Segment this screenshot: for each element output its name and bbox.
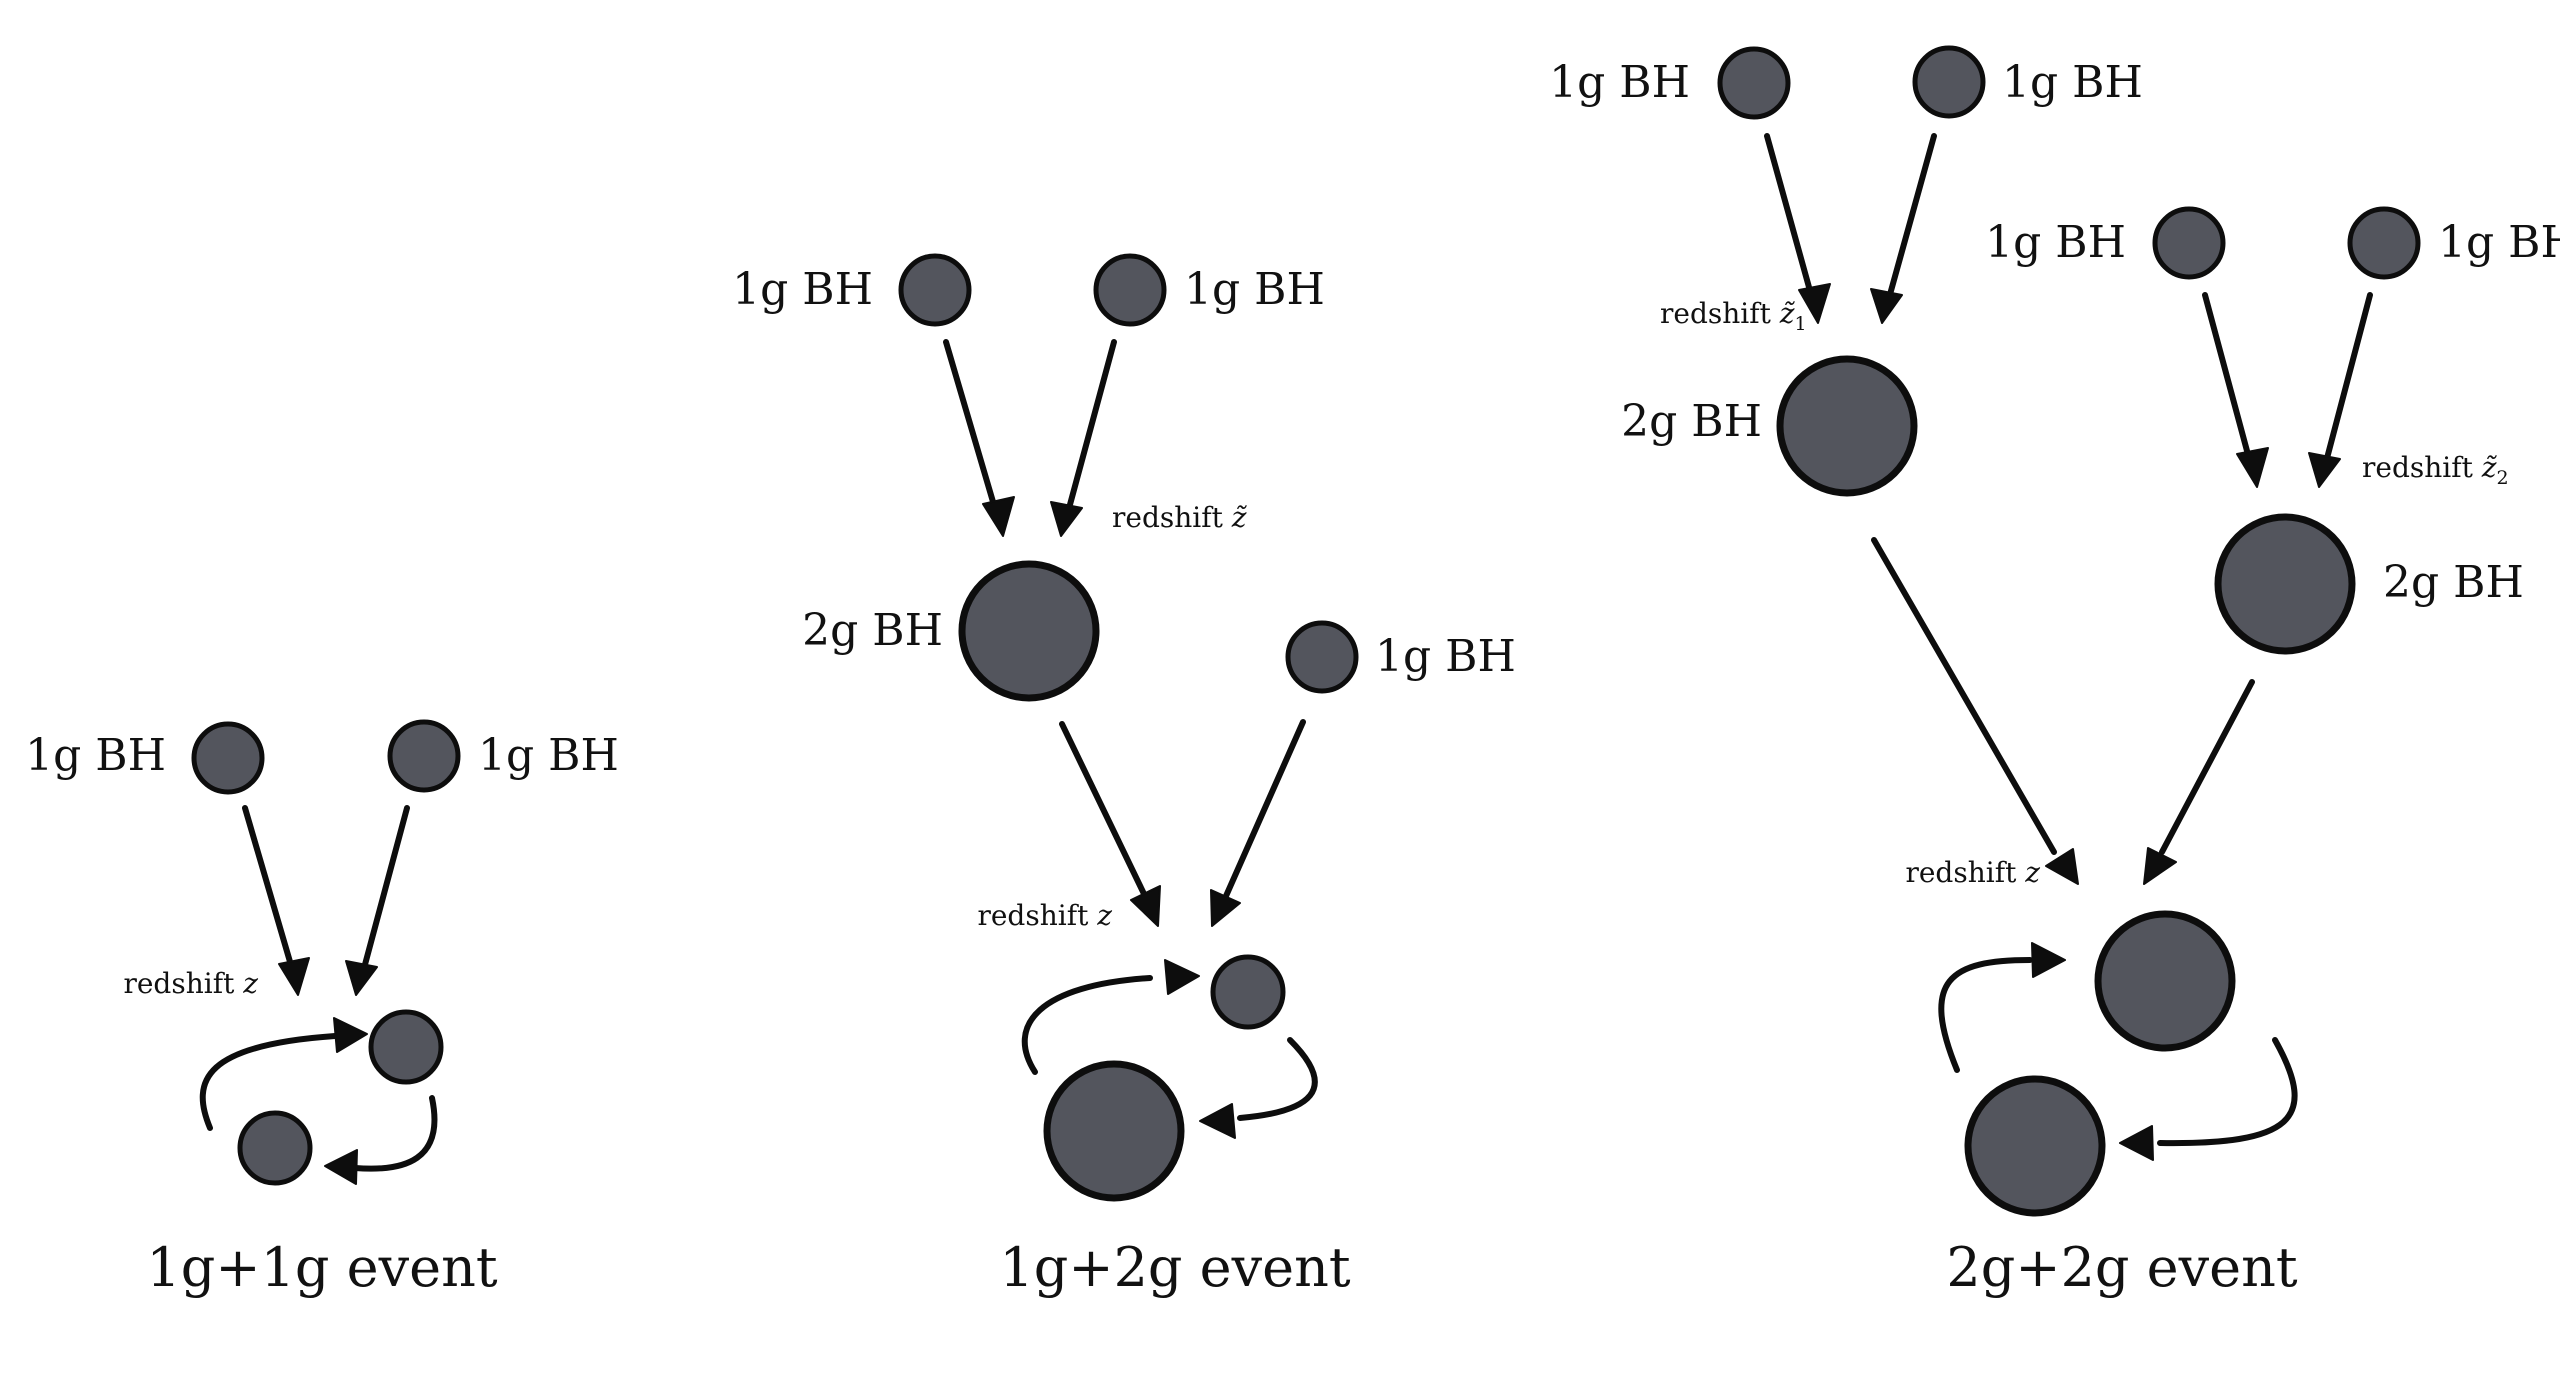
arrowhead <box>333 1017 368 1053</box>
arrowhead <box>2119 1125 2154 1161</box>
black-hole-2g <box>958 560 1100 702</box>
redshift-label-tier1: redshift z̃ <box>1112 501 1248 534</box>
black-hole-2g-left <box>1776 355 1918 497</box>
merger-arrow <box>1886 133 1937 301</box>
orbit-arrow-bottom <box>352 1095 438 1172</box>
binary-black-hole-a <box>2094 910 2236 1052</box>
panel-title: 2g+2g event <box>1946 1236 2297 1299</box>
arrowhead <box>2045 848 2079 885</box>
panel-title: 1g+1g event <box>146 1236 497 1299</box>
bh-label-1g: 1g BH <box>1985 217 2126 268</box>
merger-arrow-left <box>1871 537 2057 855</box>
orbit-arrow-top <box>199 1033 338 1131</box>
arrowhead <box>982 496 1015 537</box>
merger-arrow <box>2202 292 2253 465</box>
panel-2g-2g: 1g BH 1g BH redshift z̃1 2g BH 1g BH 1g … <box>1549 45 2560 1299</box>
panel-title: 1g+2g event <box>999 1236 1350 1299</box>
panel-1g-2g: 1g BH 1g BH redshift z̃ 2g BH 1g BH reds… <box>732 253 1516 1299</box>
orbit-arrow-bottom <box>1237 1037 1318 1121</box>
bh-label-1g-right: 1g BH <box>478 730 619 781</box>
orbit-arrow-bottom <box>2157 1037 2298 1147</box>
black-hole-1g-right-b <box>2347 206 2421 280</box>
panel-1g-1g: 1g BH 1g BH redshift z 1g+1g event <box>25 719 619 1299</box>
bh-label-1g: 1g BH <box>2002 57 2143 108</box>
binary-black-hole-large <box>1043 1060 1185 1202</box>
arrowhead <box>2308 452 2341 488</box>
arrowhead <box>1130 885 1161 927</box>
binary-black-hole-a <box>368 1009 444 1085</box>
merger-arrow-right <box>360 805 410 975</box>
redshift-label-right: redshift z̃2 <box>2362 451 2509 489</box>
merger-arrow-left <box>1059 721 1148 899</box>
arrowhead <box>1164 959 1200 995</box>
bh-label-1g: 1g BH <box>1549 57 1690 108</box>
orbit-arrow-top <box>1021 975 1153 1075</box>
arrowhead <box>1199 1103 1236 1139</box>
bh-label-2g: 2g BH <box>802 605 943 656</box>
merger-arrow-right <box>1065 339 1117 515</box>
arrowhead <box>278 957 310 996</box>
bh-label-1g-right: 1g BH <box>1184 264 1325 315</box>
black-hole-1g-left <box>898 253 972 327</box>
binary-black-hole-b <box>1964 1075 2106 1217</box>
merger-arrow-left <box>943 339 999 515</box>
black-hole-1g-left-b <box>1912 45 1986 119</box>
bh-label-1g-left: 1g BH <box>25 730 166 781</box>
merger-arrow <box>1764 133 1815 301</box>
arrowhead <box>2236 447 2269 488</box>
redshift-label: redshift z <box>123 967 258 1000</box>
redshift-label: redshift z <box>977 899 1112 932</box>
binary-black-hole-b <box>237 1110 313 1186</box>
merger-arrow-right <box>2159 679 2255 855</box>
bh-label-2g-left: 2g BH <box>1621 396 1762 447</box>
bh-label-2g-right: 2g BH <box>2383 557 2524 608</box>
redshift-label-left: redshift z̃1 <box>1660 297 1807 335</box>
merger-arrow-left <box>242 805 296 975</box>
bh-label-1g-left: 1g BH <box>732 264 873 315</box>
black-hole-1g-left <box>191 721 265 795</box>
binary-black-hole-small <box>1210 954 1286 1030</box>
orbit-arrow-top <box>1938 957 2033 1073</box>
arrowhead <box>1870 288 1903 324</box>
black-hole-1g-right <box>387 719 461 793</box>
arrowhead <box>2031 942 2066 978</box>
arrowhead <box>1210 889 1241 927</box>
black-hole-1g-extra <box>1285 620 1359 694</box>
black-hole-1g-right-a <box>2152 206 2226 280</box>
arrowhead <box>1798 283 1831 324</box>
arrowhead <box>1050 501 1083 537</box>
merger-arrow-right <box>1223 719 1306 899</box>
bh-label-1g-extra: 1g BH <box>1375 631 1516 682</box>
arrowhead <box>2143 847 2177 885</box>
bh-label-1g: 1g BH <box>2438 217 2560 268</box>
black-hole-1g-right <box>1093 253 1167 327</box>
black-hole-1g-left-a <box>1717 46 1791 120</box>
arrowhead <box>324 1149 358 1185</box>
black-hole-2g-right <box>2214 513 2356 655</box>
arrowhead <box>345 960 378 996</box>
redshift-label: redshift z <box>1905 856 2040 889</box>
merger-arrow <box>2323 292 2373 465</box>
